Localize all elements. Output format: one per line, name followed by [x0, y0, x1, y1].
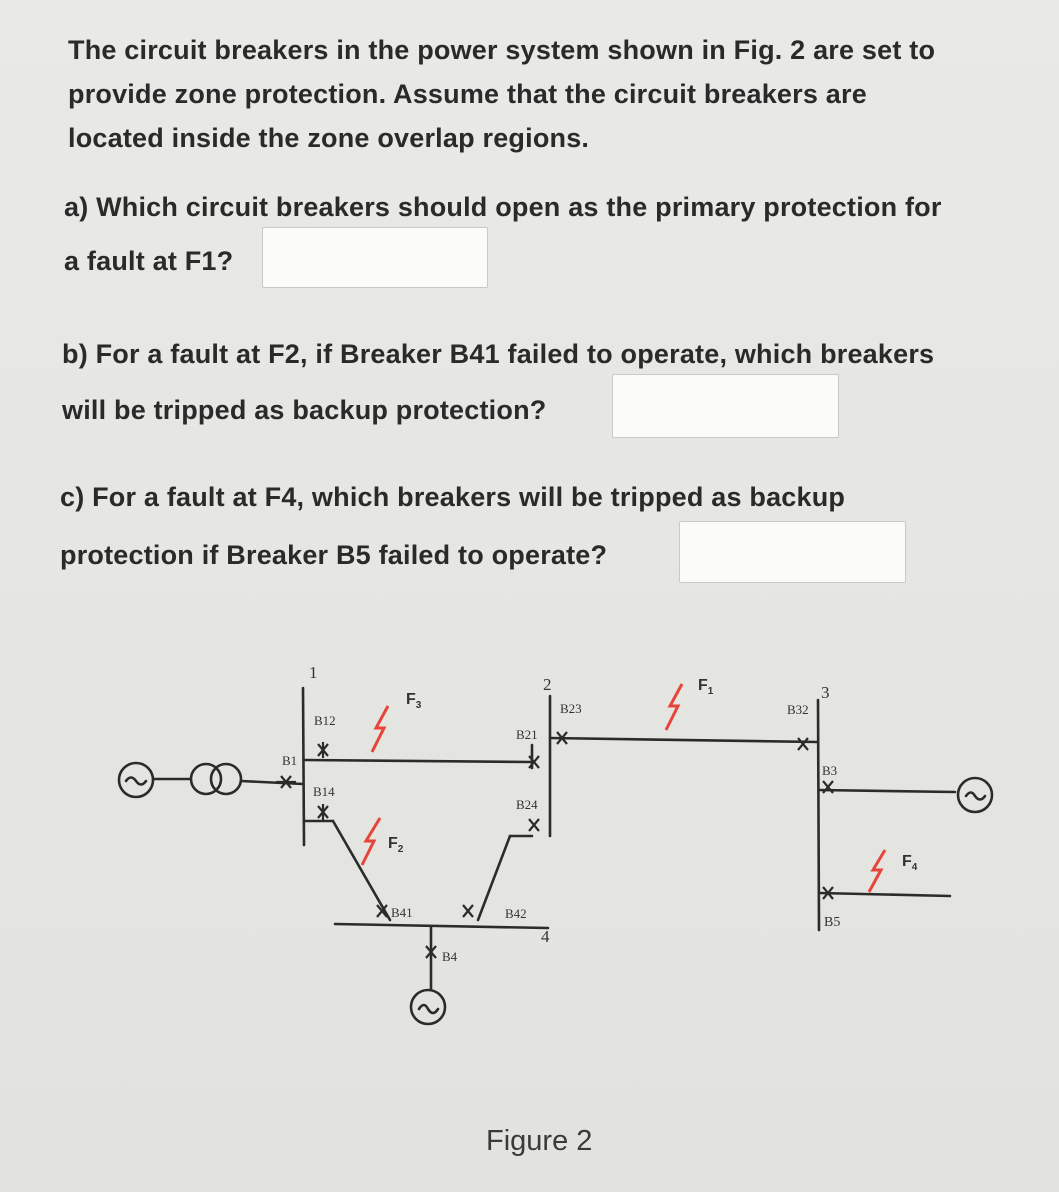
- fault-f2-label: F2: [388, 835, 404, 855]
- question-c-line-1: c) For a fault at F4, which breakers wil…: [60, 482, 846, 512]
- generator-4: [409, 988, 447, 1026]
- breaker-b32-label: B32: [787, 702, 809, 717]
- fault-f1-icon: [664, 683, 684, 731]
- breaker-b12-label: B12: [314, 713, 336, 728]
- answer-c-input[interactable]: [679, 521, 906, 583]
- bus-1: [301, 686, 306, 847]
- fault-f1-label: F1: [698, 677, 714, 697]
- breaker-b4-mark: [425, 945, 437, 959]
- breaker-b4-label: B4: [442, 949, 458, 964]
- breaker-b32-mark: [797, 737, 809, 751]
- answer-a-input[interactable]: [262, 227, 488, 288]
- line-1-4-b: [331, 819, 392, 922]
- fault-f4-icon: [867, 849, 887, 893]
- bus-3-label: 3: [821, 683, 830, 702]
- transformer-to-bus1: [239, 779, 305, 786]
- breaker-b41-mark: [376, 904, 388, 918]
- breaker-b14-label: B14: [313, 784, 335, 799]
- question-b-line-1: b) For a fault at F2, if Breaker B41 fai…: [62, 339, 935, 369]
- breaker-b5-label: B5: [824, 915, 840, 930]
- bus-2-label: 2: [543, 675, 552, 694]
- intro-line-2: provide zone protection. Assume that the…: [68, 79, 867, 109]
- question-b-line-2: will be tripped as backup protection?: [62, 395, 547, 425]
- breaker-b21-label: B21: [516, 727, 538, 742]
- bus-4-label: 4: [541, 927, 550, 946]
- question-c: c) For a fault at F4, which breakers wil…: [60, 468, 845, 584]
- question-c-line-2: protection if Breaker B5 failed to opera…: [60, 540, 608, 570]
- question-b: b) For a fault at F2, if Breaker B41 fai…: [62, 326, 934, 438]
- bus-1-label: 1: [309, 663, 318, 682]
- breaker-b12-mark: [317, 742, 329, 758]
- answer-b-input[interactable]: [612, 374, 839, 438]
- bus-4: [333, 922, 550, 930]
- fault-f2-icon: [360, 817, 382, 866]
- line-2-3: [548, 736, 820, 744]
- fault-f4-label: F4: [902, 853, 918, 873]
- transformer-coil-2: [209, 762, 243, 796]
- breaker-b5-mark: [822, 886, 834, 900]
- line-3-load: [817, 891, 952, 898]
- figure-caption: Figure 2: [486, 1125, 593, 1157]
- breaker-b24-label: B24: [516, 797, 538, 812]
- intro-line-3: located inside the zone overlap regions.: [68, 123, 590, 153]
- line-1-2: [302, 758, 534, 764]
- breaker-b42-label: B42: [505, 906, 527, 921]
- question-a: a) Which circuit breakers should open as…: [64, 180, 942, 288]
- intro-text: The circuit breakers in the power system…: [68, 28, 935, 160]
- breaker-b3-mark: [822, 780, 834, 794]
- line-2-4-b: [476, 834, 512, 922]
- bus-3: [816, 698, 821, 932]
- breaker-b21-mark: [528, 755, 540, 769]
- intro-line-1: The circuit breakers in the power system…: [68, 35, 936, 65]
- breaker-b1-mark: [276, 775, 296, 789]
- transformer-coil-1: [189, 762, 223, 796]
- breaker-b23-mark: [556, 731, 568, 745]
- breaker-b1-label: B1: [282, 753, 297, 768]
- question-a-line-1: a) Which circuit breakers should open as…: [64, 192, 942, 222]
- breaker-b23-label: B23: [560, 701, 582, 716]
- line-3-gen3: [817, 788, 957, 794]
- fault-symbols: [360, 683, 887, 893]
- breaker-b24-mark: [528, 818, 540, 832]
- generator-1-symbol: [124, 776, 148, 786]
- question-a-line-2: a fault at F1?: [64, 246, 234, 276]
- breaker-b41-label: B41: [391, 905, 413, 920]
- generator-3: [956, 776, 994, 814]
- breaker-b14-mark: [317, 804, 329, 820]
- breaker-b42-mark: [462, 904, 474, 918]
- generator-3-symbol: [964, 791, 987, 801]
- generator-4-symbol: [417, 1003, 440, 1015]
- breaker-b3-label: B3: [822, 763, 837, 778]
- fault-f3-label: F3: [406, 691, 422, 711]
- fault-f3-icon: [370, 705, 390, 753]
